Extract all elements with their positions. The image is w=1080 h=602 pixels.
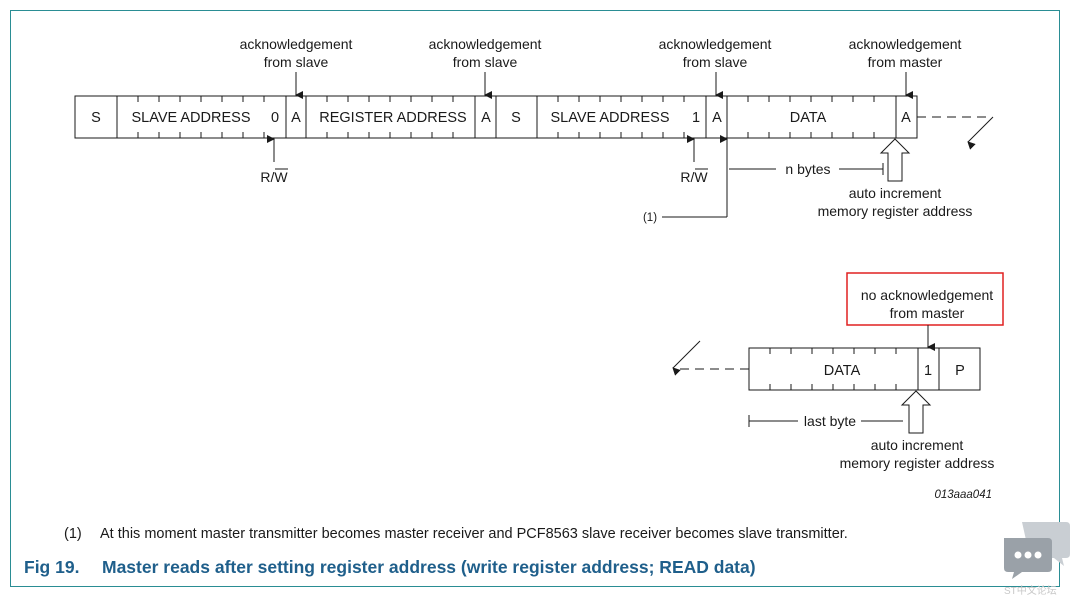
cell-register-address: REGISTER ADDRESS bbox=[319, 110, 466, 126]
caption-number: Fig 19. bbox=[24, 557, 80, 577]
cell-repeated-start: S bbox=[511, 110, 521, 126]
caption-title: Master reads after setting register addr… bbox=[102, 557, 756, 577]
last-byte-bracket bbox=[748, 415, 903, 427]
annotation-ack-from-slave-3-line1: acknowledgement bbox=[659, 36, 772, 52]
bit-ticks-lower bbox=[769, 348, 897, 390]
cell-write-bit: 0 bbox=[271, 110, 279, 126]
n-bytes-bracket bbox=[729, 163, 884, 175]
annotation-ack-from-slave-1-line1: acknowledgement bbox=[240, 36, 353, 52]
cell-ack-master: A bbox=[901, 110, 911, 126]
rw-label-2: R/W bbox=[680, 169, 708, 185]
figure-frame bbox=[10, 10, 1060, 587]
no-ack-line1: no acknowledgement bbox=[861, 287, 993, 303]
cell-stop: P bbox=[955, 363, 965, 379]
chat-bubble-icon[interactable] bbox=[1000, 518, 1072, 580]
rw-label-1: R/W bbox=[260, 169, 288, 185]
hollow-arrow-up-icon bbox=[900, 390, 932, 434]
cell-slave-address: SLAVE ADDRESS bbox=[550, 110, 669, 126]
footnote: (1) At this moment master transmitter bec… bbox=[64, 526, 848, 542]
annotation-ack-from-slave-1-line2: from slave bbox=[264, 54, 329, 70]
cell-read-bit: 1 bbox=[692, 110, 700, 126]
no-ack-highlight-box bbox=[846, 272, 1004, 326]
auto-increment-lower-line2: memory register address bbox=[840, 455, 995, 471]
cell-ack: A bbox=[712, 110, 722, 126]
figure-code: 013aaa041 bbox=[934, 489, 992, 501]
cell-ack: A bbox=[291, 110, 301, 126]
auto-increment-lower-line1: auto increment bbox=[871, 437, 964, 453]
annotation-ack-from-slave-2-line1: acknowledgement bbox=[429, 36, 542, 52]
cell-slave-address: SLAVE ADDRESS bbox=[131, 110, 250, 126]
cell-start: S bbox=[91, 110, 101, 126]
cell-ack: A bbox=[481, 110, 491, 126]
bit-ticks-upper bbox=[137, 96, 875, 138]
n-bytes-label: n bytes bbox=[785, 161, 830, 177]
figure-caption: Fig 19. Master reads after setting regist… bbox=[24, 557, 756, 578]
annotation-ack-from-slave-2-line2: from slave bbox=[453, 54, 518, 70]
note-pointer bbox=[662, 135, 728, 218]
no-ack-line2: from master bbox=[890, 305, 965, 321]
hollow-arrow-up-icon bbox=[879, 138, 911, 182]
cell-data-last: DATA bbox=[824, 363, 861, 379]
auto-increment-line1: auto increment bbox=[849, 185, 942, 201]
note-marker: (1) bbox=[643, 212, 657, 224]
continuation-arrow-icon bbox=[672, 340, 749, 376]
footnote-text: At this moment master transmitter become… bbox=[100, 526, 848, 542]
continuation-arrow-icon bbox=[917, 116, 994, 150]
cell-data: DATA bbox=[790, 110, 827, 126]
annotation-ack-from-master-line1: acknowledgement bbox=[849, 36, 962, 52]
cell-nack-bit: 1 bbox=[924, 363, 932, 379]
footnote-marker: (1) bbox=[64, 526, 82, 542]
watermark-text: ST中文论坛 bbox=[1004, 586, 1057, 597]
annotation-ack-from-master-line2: from master bbox=[868, 54, 943, 70]
last-byte-label: last byte bbox=[804, 413, 856, 429]
annotation-ack-from-slave-3-line2: from slave bbox=[683, 54, 748, 70]
auto-increment-line2: memory register address bbox=[818, 203, 973, 219]
lower-frame bbox=[748, 347, 981, 391]
